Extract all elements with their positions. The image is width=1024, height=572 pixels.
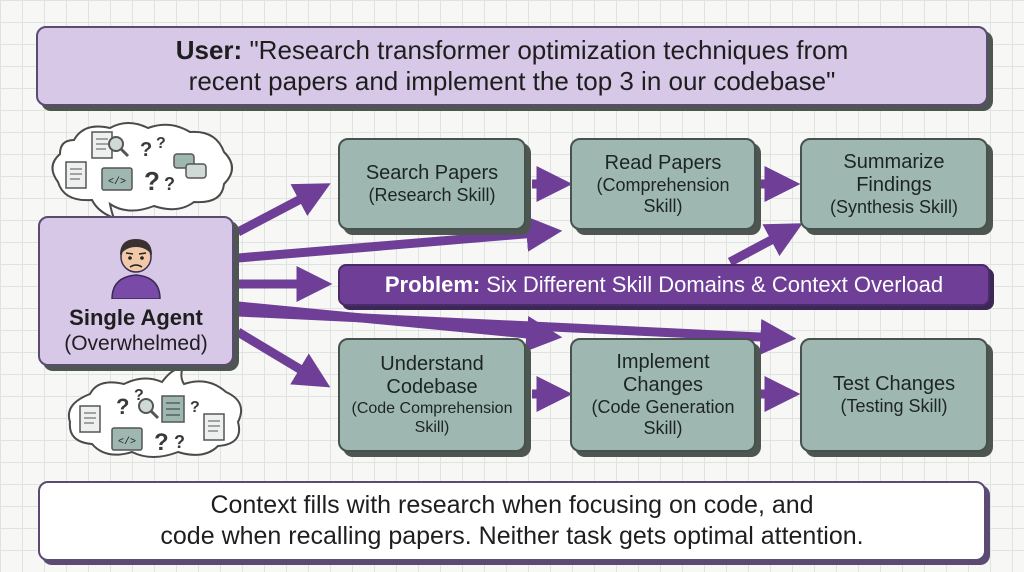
skill-title: Codebase [386, 376, 478, 398]
agent-name: Single Agent [69, 305, 203, 330]
svg-text:?: ? [156, 135, 166, 152]
skill-title: Summarize [843, 150, 945, 173]
code-window-icon: </> [101, 167, 133, 191]
magnifier-icon [108, 136, 130, 158]
skill-subtitle: (Code Comprehension [351, 400, 513, 417]
skill-box-search-papers: Search Papers (Research Skill) [338, 138, 526, 230]
skill-subtitle: Skill) [643, 195, 683, 216]
svg-text:?: ? [154, 429, 169, 456]
svg-text:?: ? [174, 432, 185, 452]
problem-label: Problem: [384, 272, 481, 297]
svg-text:?: ? [144, 166, 160, 196]
document-icon [79, 405, 101, 433]
svg-text:</>: </> [108, 176, 126, 188]
arrow-agent-to-read [237, 215, 563, 263]
problem-banner: Problem: Six Different Skill Domains & C… [338, 264, 990, 306]
skill-box-test-changes: Test Changes (Testing Skill) [800, 338, 988, 452]
conclusion-line1: Context fills with research when focusin… [210, 491, 814, 519]
skill-subtitle: Skill) [643, 418, 683, 438]
skill-title: Changes [622, 374, 704, 396]
agent-state: (Overwhelmed) [64, 332, 208, 355]
svg-text:?: ? [116, 394, 129, 419]
skill-subtitle: (Testing Skill) [840, 396, 948, 416]
skill-title: Understand [380, 353, 484, 375]
skill-subtitle: Skill) [414, 419, 450, 436]
svg-text:?: ? [190, 399, 200, 416]
user-request-text1: "Research transformer optimization techn… [242, 35, 849, 65]
document-icon [65, 161, 87, 189]
skill-box-implement-changes: Implement Changes (Code Generation Skill… [570, 338, 756, 452]
skill-title: Test Changes [832, 373, 956, 395]
arrow-agent-to-understand [235, 328, 331, 388]
skill-subtitle: (Comprehension [596, 174, 730, 195]
skill-box-summarize-findings: Summarize Findings (Synthesis Skill) [800, 138, 988, 230]
list-icon [161, 395, 185, 423]
svg-text:</>: </> [118, 436, 136, 448]
svg-text:?: ? [164, 174, 175, 194]
skill-title: Implement [616, 351, 710, 373]
skill-title: Read Papers [604, 151, 722, 174]
arrow-problem-to-summarize [727, 223, 803, 266]
arrow-agent-to-implement [237, 301, 563, 352]
document-icon [203, 413, 225, 441]
chat-bubbles-icon [173, 153, 207, 179]
conclusion-banner: Context fills with research when focusin… [38, 481, 986, 561]
conclusion-line2: code when recalling papers. Neither task… [160, 522, 864, 550]
question-mark-icon: ? ? ? ? ? [116, 387, 200, 456]
magnifier-icon [138, 398, 160, 420]
single-agent-box: Single Agent (Overwhelmed) [38, 216, 234, 366]
arrow-agent-to-search [235, 183, 331, 236]
user-request-line2: recent papers and implement the top 3 in… [188, 66, 836, 96]
question-mark-icon: ? ? ? ? [140, 135, 175, 196]
skill-subtitle: (Synthesis Skill) [829, 196, 959, 217]
svg-text:?: ? [134, 387, 144, 404]
code-window-icon: </> [111, 427, 143, 451]
skill-subtitle: (Code Generation [591, 397, 735, 417]
skill-title: Findings [856, 173, 932, 196]
svg-text:?: ? [140, 139, 152, 161]
worried-person-icon [111, 239, 161, 299]
thought-bubble-bottom: </> ? ? ? ? ? [68, 368, 242, 458]
skill-box-understand-codebase: Understand Codebase (Code Comprehension … [338, 338, 526, 452]
user-request-line1: User: "Research transformer optimization… [176, 35, 849, 66]
user-request-banner: User: "Research transformer optimization… [36, 26, 988, 106]
thought-bubble-top: </> ? ? ? ? [51, 122, 233, 218]
skill-title: Search Papers [365, 162, 499, 184]
skill-subtitle: (Research Skill) [368, 185, 496, 205]
problem-text: Six Different Skill Domains & Context Ov… [486, 272, 944, 297]
skill-box-read-papers: Read Papers (Comprehension Skill) [570, 138, 756, 230]
user-label: User: [175, 35, 243, 65]
